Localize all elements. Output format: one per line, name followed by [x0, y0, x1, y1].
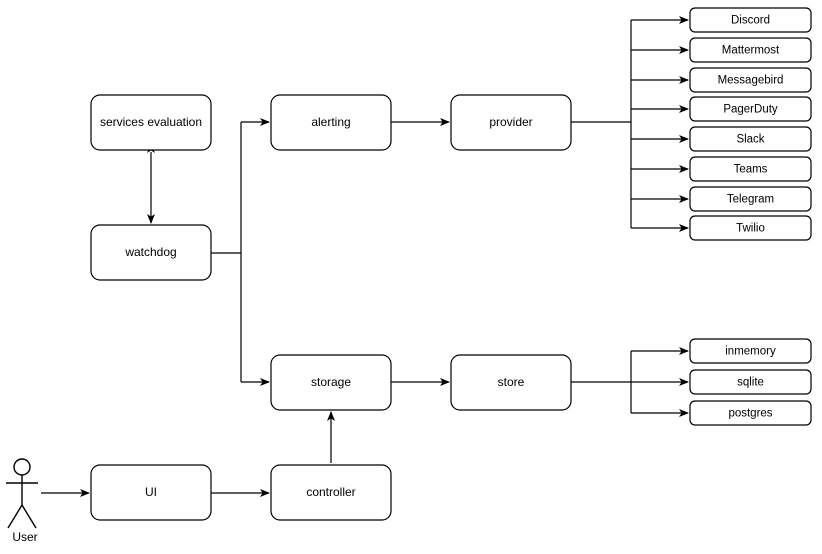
node-controller-box [270, 464, 392, 521]
leaf-store-postgres[interactable]: postgres [689, 400, 812, 426]
leaf-provider-pagerduty-box [689, 96, 812, 122]
leaf-provider-pagerduty[interactable]: PagerDuty [689, 96, 812, 122]
node-watchdog-label: watchdog [124, 245, 176, 259]
leaf-provider-telegram[interactable]: Telegram [689, 186, 812, 212]
leaf-provider-messagebird-box [689, 67, 812, 93]
leaf-provider-mattermost[interactable]: Mattermost [689, 37, 812, 63]
node-services-evaluation-box [90, 94, 212, 151]
node-provider-label: provider [489, 115, 532, 129]
leaf-provider-discord[interactable]: Discord [689, 7, 812, 33]
node-watchdog-box [90, 224, 212, 281]
node-ui[interactable]: UI [90, 464, 212, 521]
node-storage[interactable]: storage [270, 354, 392, 411]
node-provider[interactable]: provider [450, 94, 572, 151]
leaf-provider-teams-label: Teams [734, 164, 768, 176]
leaf-provider-slack-box [689, 126, 812, 152]
leaf-provider-twilio[interactable]: Twilio [689, 215, 812, 241]
node-provider-box [450, 94, 572, 151]
leaf-store-inmemory-label: inmemory [725, 346, 776, 358]
leaf-provider-messagebird-label: Messagebird [718, 75, 784, 87]
leaf-provider-twilio-box [689, 215, 812, 241]
node-alerting-box [270, 94, 392, 151]
leaf-provider-discord-label: Discord [731, 15, 770, 27]
leaf-store-sqlite-label: sqlite [737, 377, 764, 389]
node-ui-label: UI [145, 485, 157, 499]
leaf-provider-slack-label: Slack [736, 134, 764, 146]
leaf-provider-twilio-label: Twilio [736, 223, 765, 235]
leaf-store-sqlite[interactable]: sqlite [689, 369, 812, 395]
leaf-store-inmemory-box [689, 338, 812, 364]
leaf-provider-slack[interactable]: Slack [689, 126, 812, 152]
node-store[interactable]: store [450, 354, 572, 411]
leaf-provider-mattermost-box [689, 37, 812, 63]
leaf-store-inmemory[interactable]: inmemory [689, 338, 812, 364]
node-alerting-label: alerting [311, 115, 350, 129]
user-actor-label: User [12, 530, 37, 544]
node-watchdog[interactable]: watchdog [90, 224, 212, 281]
node-store-box [450, 354, 572, 411]
node-services-evaluation[interactable]: services evaluation [90, 94, 212, 151]
node-storage-box [270, 354, 392, 411]
node-alerting[interactable]: alerting [270, 94, 392, 151]
node-controller[interactable]: controller [270, 464, 392, 521]
leaf-provider-telegram-label: Telegram [727, 194, 774, 206]
node-controller-label: controller [306, 485, 355, 499]
node-storage-label: storage [311, 375, 351, 389]
leaf-provider-messagebird[interactable]: Messagebird [689, 67, 812, 93]
leaf-store-sqlite-box [689, 369, 812, 395]
leaf-provider-telegram-box [689, 186, 812, 212]
user-actor-head-icon [13, 458, 31, 476]
node-ui-box [90, 464, 212, 521]
user-actor-legs [7, 504, 37, 529]
leaf-provider-mattermost-label: Mattermost [722, 45, 780, 57]
leaf-store-postgres-box [689, 400, 812, 426]
user-actor[interactable]: User [6, 458, 38, 544]
leaf-provider-teams[interactable]: Teams [689, 156, 812, 182]
leaf-provider-teams-box [689, 156, 812, 182]
leaf-store-postgres-label: postgres [728, 408, 772, 420]
leaf-provider-discord-box [689, 7, 812, 33]
node-services-evaluation-label: services evaluation [100, 115, 202, 129]
leaf-provider-pagerduty-label: PagerDuty [723, 104, 778, 116]
node-store-label: store [498, 375, 525, 389]
